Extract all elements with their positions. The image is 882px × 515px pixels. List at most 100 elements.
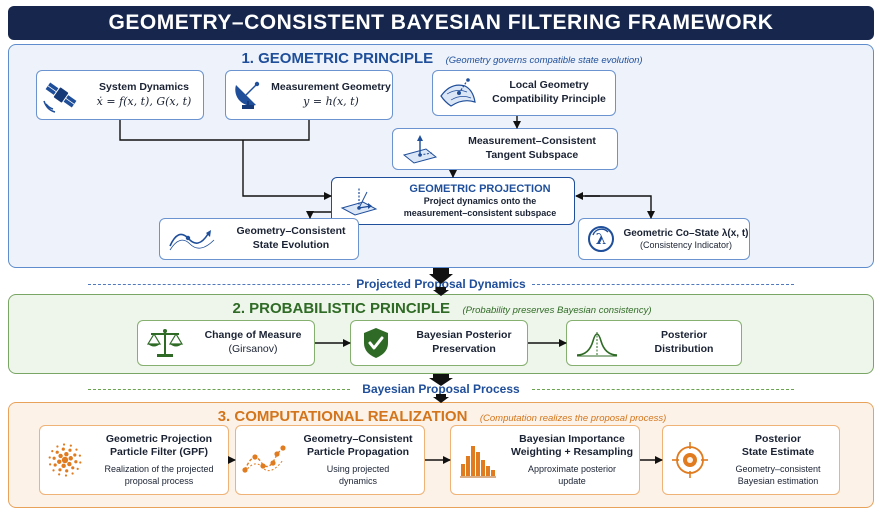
page-title: GEOMETRY–CONSISTENT BAYESIAN FILTERING F…: [8, 6, 874, 40]
weighting-title2: Weighting + Resampling: [510, 446, 634, 459]
weighting-desc1: Approximate posterior: [527, 463, 617, 474]
propagation-desc1: Using projected: [326, 463, 390, 474]
shield-check-icon: [351, 326, 401, 360]
weighting-desc2: update: [558, 475, 586, 486]
histogram-icon: [451, 440, 505, 480]
gpf-title2: Particle Filter (GPF): [109, 446, 209, 459]
particle-dot: [52, 456, 56, 460]
particle-dot: [56, 445, 59, 448]
particle-dot: [51, 450, 54, 453]
measurement-geometry-formula: y = h(x, t): [303, 95, 359, 109]
section1-header: 1. GEOMETRIC PRINCIPLE (Geometry governs…: [9, 50, 875, 68]
propagation-title1: Geometry–Consistent: [303, 432, 413, 445]
flow1-dash-left: [88, 284, 350, 285]
costate-title: Geometric Co–State λ(x, t): [623, 227, 749, 239]
particle-dot: [55, 450, 59, 454]
particle-dot: [61, 456, 69, 464]
particle-dot: [58, 468, 62, 472]
particle-cloud-icon: [40, 441, 90, 479]
propagation-desc2: dynamics: [338, 475, 377, 486]
costate-box: λ Geometric Co–State λ(x, t) (Consistenc…: [578, 218, 750, 260]
particle-dot: [64, 451, 69, 457]
particle-path-icon: [236, 442, 292, 478]
flow1-dash-right: [532, 284, 794, 285]
estimate-desc1: Geometry–consistent: [735, 463, 821, 474]
system-dynamics-box: System Dynamics ẋ = f(x, t), G(x, t): [36, 70, 204, 120]
particle-dot: [69, 444, 72, 447]
local-geometry-box: Local Geometry Compatibility Principle: [432, 70, 616, 116]
measurement-geometry-box: Measurement Geometry y = h(x, t): [225, 70, 393, 120]
tangent-plane-icon: [393, 133, 447, 165]
balance-scale-icon: [138, 326, 192, 360]
section3-header: 3. COMPUTATIONAL REALIZATION (Computatio…: [9, 408, 875, 426]
section2-header: 2. PROBABILISTIC PRINCIPLE (Probability …: [9, 300, 875, 318]
change-measure-title: Change of Measure: [204, 329, 302, 342]
estimate-desc2: Bayesian estimation: [737, 475, 819, 486]
particle-dot: [79, 461, 82, 464]
section1-subtitle: (Geometry governs compatible state evolu…: [445, 55, 643, 66]
particle-dot: [57, 459, 62, 464]
particle-dot: [58, 453, 63, 459]
posterior-preservation-box: Bayesian Posterior Preservation: [350, 320, 528, 366]
particle-dot: [76, 467, 79, 470]
posterior-preservation-subtitle: Preservation: [432, 343, 496, 355]
projection-line1: Project dynamics onto the: [423, 196, 537, 207]
bell-curve-icon: [567, 327, 627, 359]
local-geometry-title: Local Geometry: [509, 79, 589, 92]
local-geometry-subtitle: Compatibility Principle: [492, 93, 606, 105]
wave-curve-icon: [160, 224, 224, 254]
particle-dot: [78, 454, 81, 457]
svg-text:λ: λ: [596, 230, 607, 248]
propagation-box: Geometry–Consistent Particle Propagation…: [235, 425, 425, 495]
estimate-title1: Posterior: [754, 432, 802, 445]
section1-heading: 1. GEOMETRIC PRINCIPLE: [241, 50, 434, 67]
section3-heading: 3. COMPUTATIONAL REALIZATION: [217, 408, 468, 425]
particle-dot: [75, 448, 78, 451]
particle-dot: [65, 469, 69, 473]
projection-line2: measurement–consistent subspace: [403, 208, 557, 219]
weighting-box: Bayesian Importance Weighting + Resampli…: [450, 425, 640, 495]
satellite-dish-icon: [226, 77, 270, 113]
measurement-geometry-title: Measurement Geometry: [271, 80, 391, 93]
change-measure-subtitle: (Girsanov): [228, 343, 278, 355]
particle-dot: [71, 472, 74, 475]
system-dynamics-formula: ẋ = f(x, t), G(x, t): [96, 95, 192, 109]
particle-dot: [68, 456, 73, 461]
particle-dot: [61, 447, 65, 451]
flow2-label: Bayesian Proposal Process: [362, 382, 520, 396]
posterior-distribution-box: Posterior Distribution: [566, 320, 742, 366]
section2-heading: 2. PROBABILISTIC PRINCIPLE: [232, 300, 451, 317]
gpf-desc2: proposal process: [124, 475, 194, 486]
particle-dot: [74, 460, 78, 464]
estimate-title2: State Estimate: [741, 446, 815, 459]
particle-dot: [58, 473, 61, 476]
tangent-subspace-title: Measurement–Consistent: [468, 135, 596, 148]
gpf-box: Geometric Projection Particle Filter (GP…: [39, 425, 229, 495]
particle-dot: [68, 448, 72, 452]
particle-dot: [61, 463, 66, 469]
particle-dot: [64, 474, 68, 477]
costate-subtitle: (Consistency Indicator): [639, 239, 733, 250]
particle-dot: [73, 453, 77, 457]
curved-surface-icon: [433, 76, 483, 110]
flow1-label: Projected Proposal Dynamics: [356, 277, 526, 291]
gpf-desc1: Realization of the projected: [104, 463, 214, 474]
particle-dot: [62, 443, 66, 446]
projection-title: GEOMETRIC PROJECTION: [409, 183, 551, 196]
propagation-title2: Particle Propagation: [306, 446, 410, 459]
target-icon: [663, 441, 717, 479]
section3-subtitle: (Computation realizes the proposal proce…: [479, 413, 667, 424]
particle-dot: [48, 456, 51, 459]
flow2-dash-left: [88, 389, 350, 390]
system-dynamics-title: System Dynamics: [99, 80, 189, 93]
estimate-box: Posterior State Estimate Geometry–consis…: [662, 425, 840, 495]
section2-subtitle: (Probability preserves Bayesian consiste…: [462, 305, 652, 316]
particle-dot: [49, 463, 52, 466]
tangent-subspace-subtitle: Tangent Subspace: [485, 149, 579, 161]
tangent-subspace-box: Measurement–Consistent Tangent Subspace: [392, 128, 618, 170]
particle-dot: [53, 463, 57, 467]
posterior-preservation-title: Bayesian Posterior: [416, 329, 512, 342]
satellite-icon: [37, 77, 85, 113]
projection-plane-icon: [332, 184, 386, 218]
posterior-distribution-title: Posterior: [660, 329, 708, 342]
